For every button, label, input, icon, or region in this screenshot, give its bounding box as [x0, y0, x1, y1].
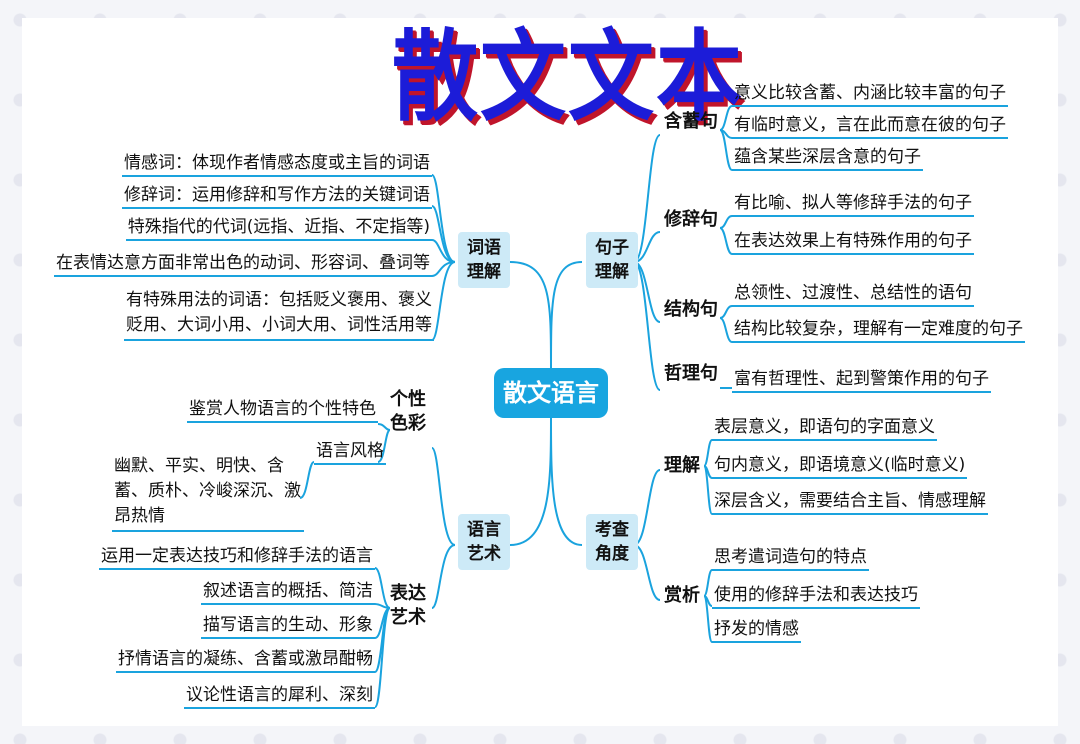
xiuci-item-1: 有比喻、拟人等修辞手法的句子	[732, 192, 974, 217]
wire-ciyu-2	[431, 205, 456, 263]
fengge-label: 语言风格	[314, 440, 386, 465]
shangxi-item-3: 抒发的情感	[712, 618, 801, 643]
branch-kaocha-label-1: 考查	[595, 520, 629, 540]
wire-ciyu-5	[431, 261, 456, 341]
hanxu-item-3: 蕴含某些深层含意的句子	[732, 146, 923, 171]
biaoda-label-2: 艺术	[390, 607, 426, 628]
wire-center-yuyan	[509, 417, 552, 546]
branch-yuyan: 语言 艺术	[458, 514, 510, 570]
branch-juzi-label-1: 句子	[595, 238, 629, 258]
lijie-item-1: 表层意义，即语句的字面意义	[712, 416, 937, 441]
branch-yuyan-label-1: 语言	[467, 520, 501, 540]
zheli-item-1: 富有哲理性、起到警策作用的句子	[732, 368, 991, 393]
wire-xiuci-2	[719, 227, 733, 255]
biaoda-item-3: 描写语言的生动、形象	[201, 614, 375, 639]
ciyu-item-4: 在表情达意方面非常出色的动词、形容词、叠词等	[54, 252, 432, 277]
wire-lijie-3	[703, 465, 713, 515]
lijie-item-3: 深层含义，需要结合主旨、情感理解	[712, 490, 988, 515]
branch-kaocha: 考查 角度	[586, 514, 638, 570]
wire-biaoda-5	[374, 607, 391, 708]
center-node: 散文语言	[494, 368, 608, 418]
xiuci-label: 修辞句	[664, 209, 718, 230]
wire-shangxi-1	[703, 569, 713, 597]
wire-biaoda-1	[374, 567, 391, 609]
wire-gexing-item	[377, 423, 391, 431]
jiegou-item-1: 总领性、过渡性、总结性的语句	[732, 282, 974, 307]
branch-yuyan-label-2: 艺术	[467, 544, 501, 564]
gexing-label-1: 个性	[390, 389, 426, 410]
biaoda-label: 表达 艺术	[390, 582, 430, 630]
hanxu-item-1: 意义比较含蓄、内涵比较丰富的句子	[732, 82, 1008, 107]
wire-fengge-items	[299, 461, 315, 499]
hanxu-item-2: 有临时意义，言在此而意在彼的句子	[732, 114, 1008, 139]
fengge-items: 幽默、平实、明快、含蓄、质朴、冷峻深沉、激昂热情	[112, 454, 304, 532]
zheli-label: 哲理句	[664, 363, 718, 384]
branch-ciyu-label-1: 词语	[467, 238, 501, 258]
biaoda-item-1: 运用一定表达技巧和修辞手法的语言	[99, 545, 375, 570]
branch-juzi: 句子 理解	[586, 232, 638, 288]
page-title: 散文文本	[392, 20, 744, 135]
wire-xiuci-1	[719, 215, 733, 229]
wire-hanxu-3	[719, 129, 733, 171]
shangxi-item-1: 思考遣词造句的特点	[712, 546, 869, 571]
biaoda-item-4: 抒情语言的凝练、含蓄或激昂酣畅	[116, 648, 375, 673]
wire-yuyan-gexing	[431, 447, 456, 546]
wire-juzi-zheli	[633, 261, 661, 391]
wire-center-juzi	[550, 261, 583, 369]
ciyu-item-1: 情感词：体现作者情感态度或主旨的词语	[122, 152, 432, 177]
wire-center-ciyu	[509, 261, 552, 369]
wire-yuyan-biaoda	[431, 544, 456, 609]
gexing-label-2: 色彩	[390, 413, 426, 434]
biaoda-label-1: 表达	[390, 583, 426, 604]
wire-center-kaocha	[550, 417, 583, 546]
branch-ciyu: 词语 理解	[458, 232, 510, 288]
wire-jiegou-2	[719, 317, 733, 343]
ciyu-item-3: 特殊指代的代词(远指、近指、不定指等)	[125, 216, 432, 241]
hanxu-label: 含蓄句	[664, 111, 718, 132]
biaoda-item-5: 议论性语言的犀利、深刻	[184, 684, 375, 709]
lijie-item-2: 句内意义，即语境意义(临时意义)	[712, 454, 968, 479]
biaoda-item-2: 叙述语言的概括、简洁	[201, 580, 375, 605]
lijie-label: 理解	[664, 455, 700, 476]
jiegou-label: 结构句	[664, 299, 718, 320]
shangxi-item-2: 使用的修辞手法和表达技巧	[712, 584, 920, 609]
gexing-label: 个性 色彩	[390, 388, 430, 436]
shangxi-label: 赏析	[664, 585, 700, 606]
xiuci-item-2: 在表达效果上有特殊作用的句子	[732, 230, 974, 255]
ciyu-item-2: 修辞词：运用修辞和写作方法的关键词语	[122, 184, 432, 209]
wire-jiegou-1	[719, 305, 733, 319]
wire-lijie-1	[703, 439, 713, 467]
gexing-item: 鉴赏人物语言的个性特色	[187, 398, 378, 423]
branch-juzi-label-2: 理解	[595, 262, 629, 282]
branch-ciyu-label-2: 理解	[467, 262, 501, 282]
branch-kaocha-label-2: 角度	[595, 544, 629, 564]
ciyu-item-5: 有特殊用法的词语：包括贬义褒用、褒义贬用、大词小用、小词大用、词性活用等	[124, 288, 434, 341]
wire-gexing-fengge	[377, 429, 391, 463]
jiegou-item-2: 结构比较复杂，理解有一定难度的句子	[732, 318, 1025, 343]
wire-juzi-hanxu	[633, 134, 661, 263]
wire-ciyu-1	[431, 174, 456, 263]
wire-shangxi-3	[703, 595, 713, 643]
